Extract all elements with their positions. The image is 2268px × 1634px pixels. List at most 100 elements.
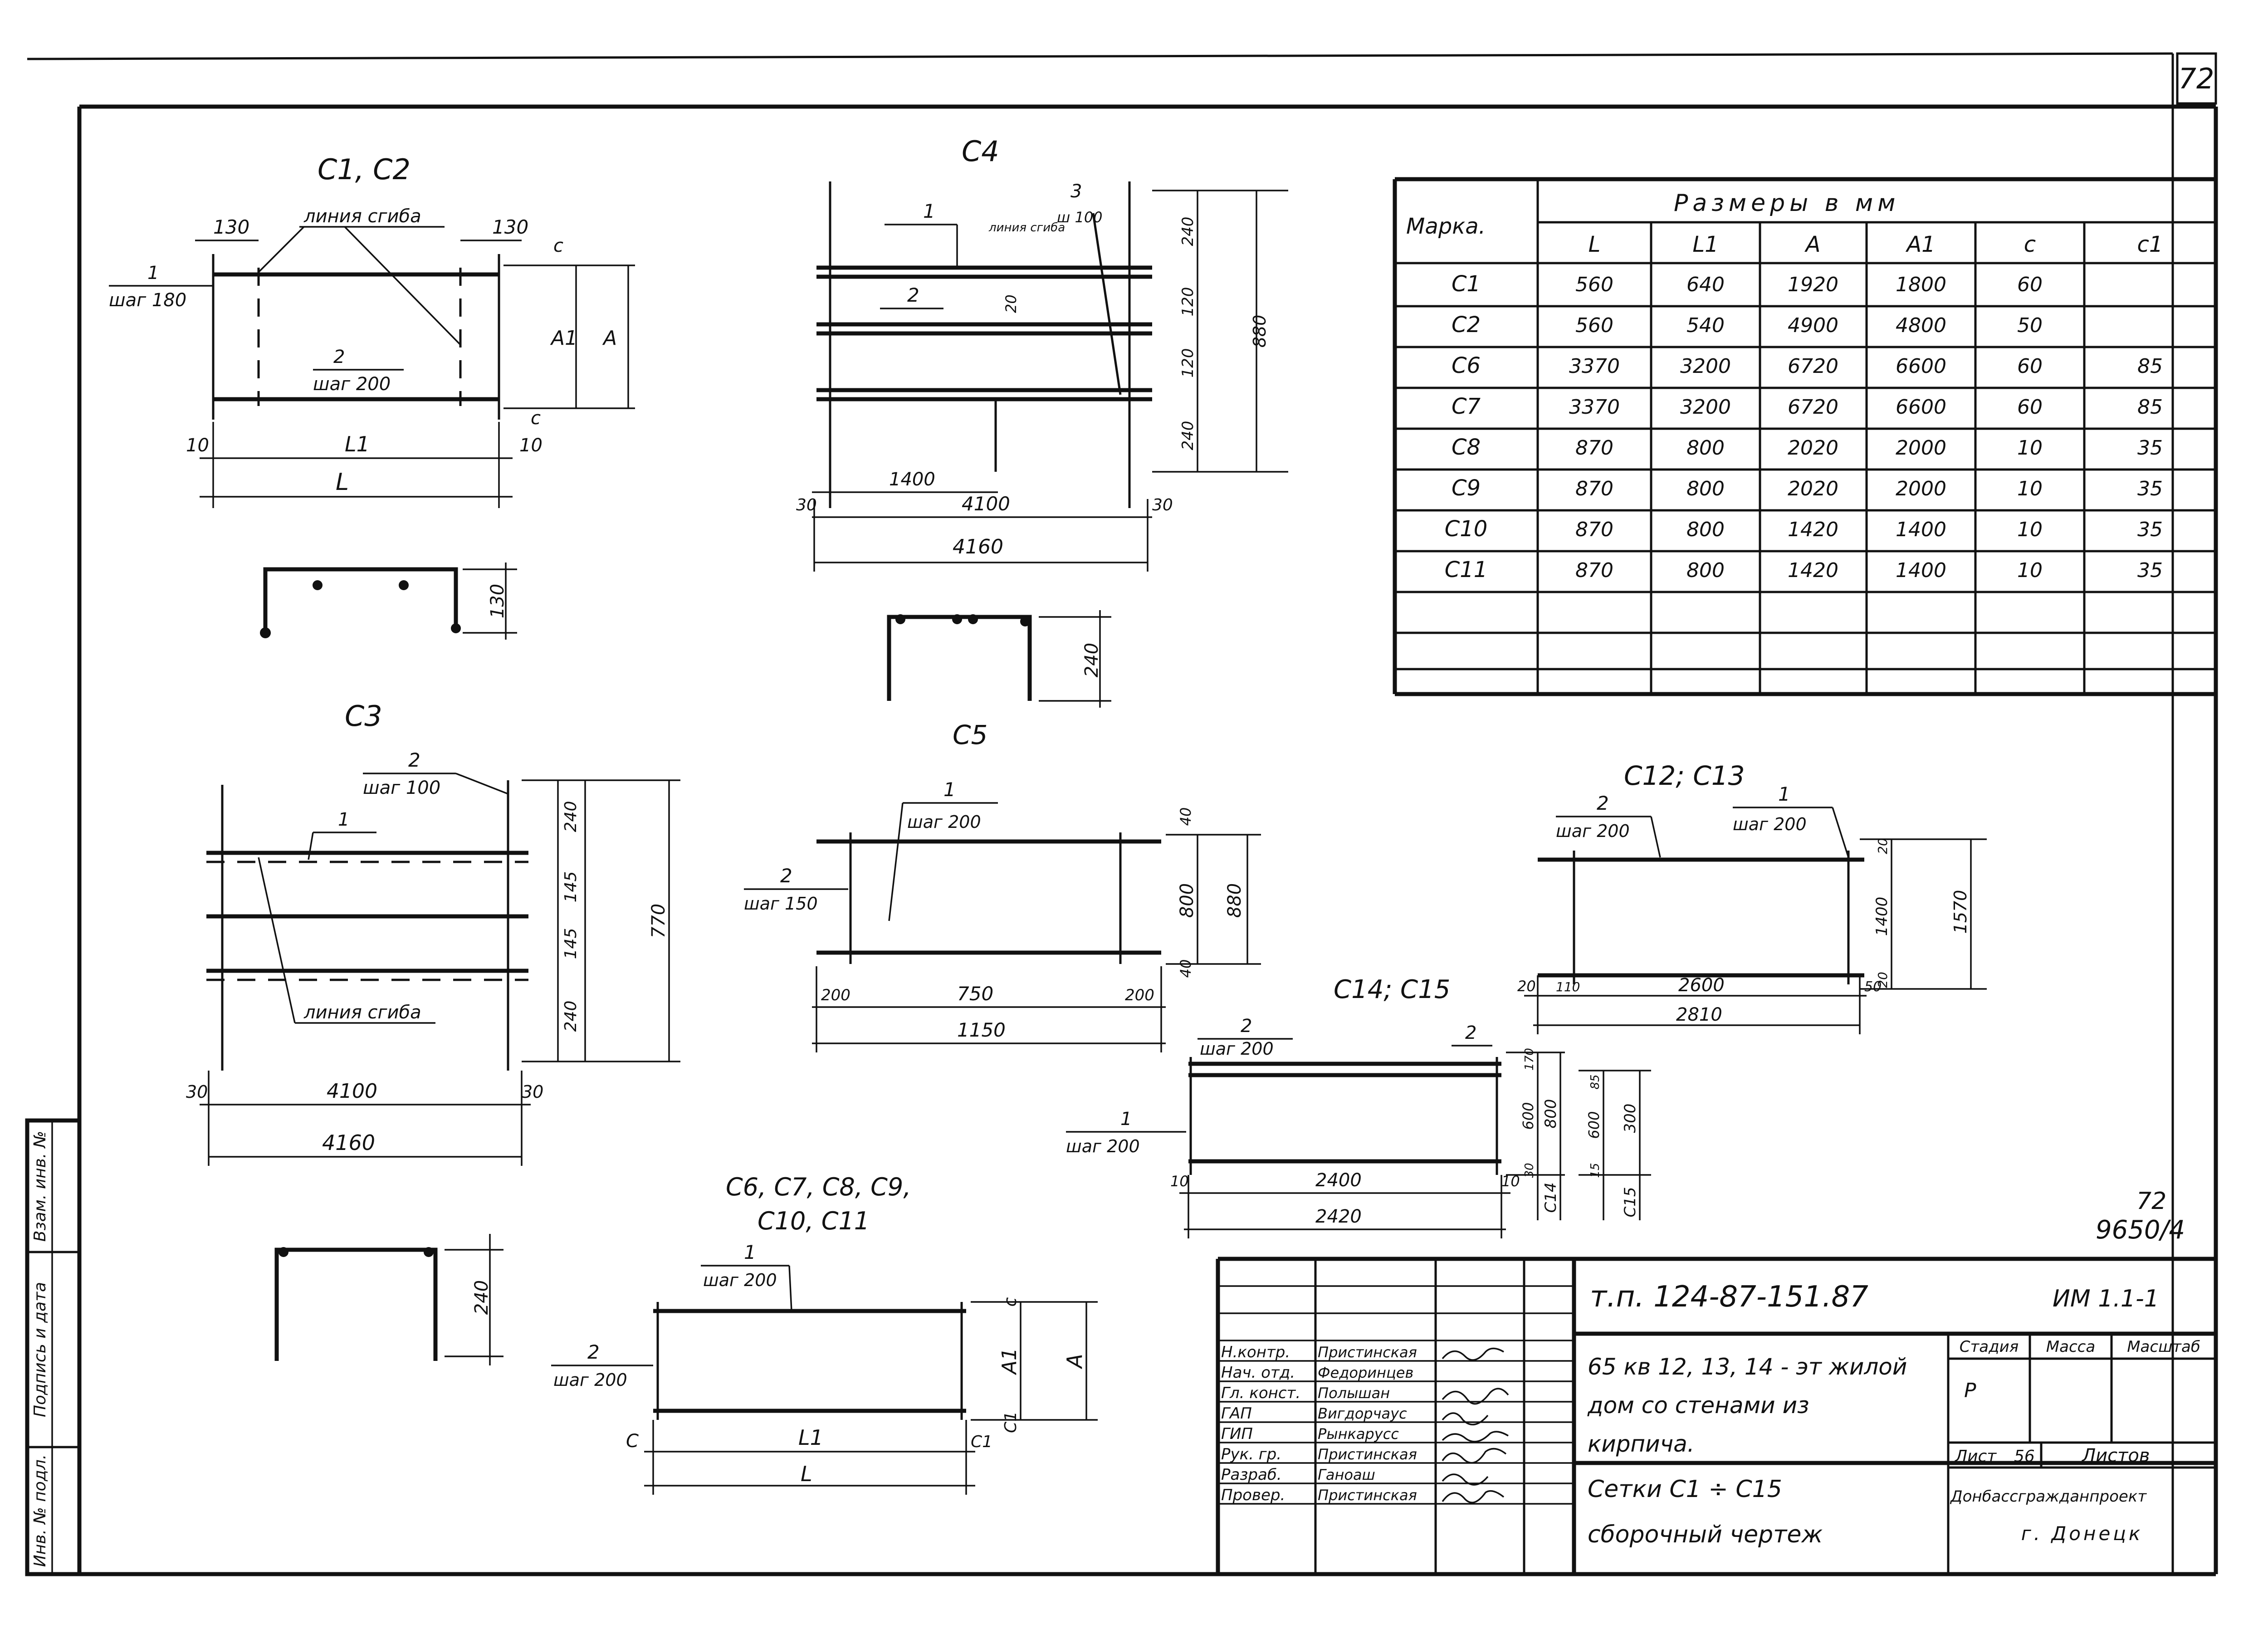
c1c2-dim-A1: A1: [550, 327, 577, 350]
table-cell-c1: 35: [2137, 518, 2163, 541]
object-line1: 65 кв 12, 13, 14 - эт жилой: [1588, 1354, 1907, 1380]
table-cell-c1: 35: [2137, 559, 2163, 582]
table-col-c: c: [2024, 232, 2036, 257]
sheet-label: Лист: [1954, 1447, 1997, 1466]
c14c15-label-c14: C14: [1542, 1182, 1560, 1213]
c5-bar1-step: шаг 200: [907, 812, 981, 832]
c12c13-dim-50: 50: [1864, 979, 1882, 995]
table-cell-c: 10: [2017, 559, 2043, 582]
album-code: ИМ 1.1-1: [2053, 1285, 2159, 1312]
c1c2-dim-A: A: [602, 327, 617, 350]
table-cell-L1: 800: [1686, 477, 1725, 500]
project-code: т.п. 124-87-151.87: [1590, 1280, 1868, 1314]
object-line2: дом со стенами из: [1587, 1392, 1809, 1419]
c6c11-dim-A: A: [1062, 1354, 1087, 1369]
c4-bar1-pos: 1: [923, 200, 935, 222]
c14c15-bar1-step: шаг 200: [1066, 1136, 1140, 1156]
c5-dim-200-right: 200: [1125, 986, 1154, 1004]
c14c15-dim-300: 300: [1621, 1104, 1639, 1133]
c4-dim-240-top: 240: [1179, 217, 1197, 246]
table-cell-L: 870: [1575, 559, 1613, 582]
table-cell-A1: 1400: [1896, 518, 1946, 541]
mesh-c6-c11: C6, C7, C8, C9, C10, C11 1 шаг 200 2 шаг…: [274, 1173, 1098, 1495]
c4-dim-20: 20: [1002, 294, 1020, 313]
c6c11-bar2-pos: 2: [587, 1341, 600, 1363]
c1c2-dim-c-top: c: [553, 235, 563, 256]
c5-dim-1150: 1150: [957, 1019, 1006, 1041]
c4-section-dim: 240: [1081, 643, 1102, 677]
archive-code-top: 72: [2136, 1188, 2166, 1215]
scale-header: Масштаб: [2127, 1338, 2200, 1356]
c14c15-dim-170: 170: [1523, 1048, 1536, 1071]
c1c2-end-right: 130: [492, 216, 528, 238]
table-cell-mark: C9: [1452, 475, 1481, 501]
table-cell-L1: 540: [1686, 314, 1725, 337]
c1c2-dim-10-right: 10: [519, 435, 543, 456]
c1c2-end-left: 130: [213, 216, 249, 238]
c1c2-bar2-step: шаг 200: [313, 374, 391, 395]
c1c2-bar1-pos: 1: [147, 263, 159, 284]
c3-bar2-pos: 2: [408, 749, 420, 771]
sheet-frame: 72: [27, 52, 2218, 1576]
table-cell-c1: 85: [2137, 355, 2163, 378]
mesh-c12-c13: C12; C13 2 шаг 200 1 шаг 200 20 1400 20 …: [1517, 760, 1987, 1034]
table-cell-A1: 4800: [1896, 314, 1946, 337]
mesh-c5: C5 1 шаг 200 2 шаг 150 40 800 40 880 200…: [744, 719, 1261, 1052]
table-cell-c: 10: [2017, 477, 2043, 500]
table-cell-mark: C10: [1445, 516, 1488, 542]
c4-dim-240-bottom: 240: [1179, 421, 1197, 450]
c12c13-title: C12; C13: [1624, 760, 1745, 791]
table-cell-c1: 35: [2137, 477, 2163, 500]
drawing-name-line2: сборочный чертеж: [1588, 1521, 1823, 1548]
table-cell-A: 1920: [1788, 273, 1838, 296]
table-cell-c: 10: [2017, 436, 2043, 460]
c12c13-dim-20-left: 20: [1517, 978, 1536, 995]
side-stamp: Взам. инв. № Подпись и дата Инв. № подл.: [25, 1118, 82, 1576]
object-line3: кирпича.: [1588, 1431, 1695, 1457]
sheet-value: 56: [2014, 1447, 2035, 1466]
table-cell-L: 3370: [1569, 355, 1620, 378]
c6c11-dim-L: L: [801, 1462, 812, 1486]
c6c11-bar1-step: шаг 200: [703, 1270, 777, 1290]
c4-dim-30-left: 30: [796, 496, 817, 514]
c3-dim-4160: 4160: [322, 1130, 375, 1155]
table-cell-L1: 3200: [1680, 396, 1731, 419]
table-cell-L: 870: [1575, 436, 1613, 460]
c4-dim-30-right: 30: [1152, 496, 1173, 514]
c3-dim-770: 770: [648, 904, 669, 938]
c6c11-title-line2: C10, C11: [758, 1207, 870, 1235]
table-cell-L1: 800: [1686, 436, 1725, 460]
c5-dim-800: 800: [1177, 883, 1198, 918]
table-cell-mark: C7: [1452, 394, 1481, 419]
c1c2-bend-line: линия сгиба: [303, 206, 421, 227]
drawing-name-line1: Сетки С1 ÷ С15: [1588, 1476, 1782, 1503]
c1c2-section-dim: 130: [487, 584, 508, 618]
table-cell-L1: 640: [1686, 273, 1725, 296]
table-cell-L1: 800: [1686, 518, 1725, 541]
c5-dim-750: 750: [957, 983, 993, 1005]
c3-bend-line-1: линия сгиба: [303, 1002, 421, 1023]
table-cell-A: 1420: [1788, 559, 1838, 582]
c4-title: C4: [962, 135, 999, 168]
side-stamp-inventory: Инв. № подл.: [31, 1454, 49, 1567]
c5-dim-880: 880: [1224, 883, 1245, 918]
table-cell-mark: C6: [1452, 353, 1481, 378]
c14c15-dim-2420: 2420: [1315, 1206, 1362, 1227]
c3-dim-4100: 4100: [327, 1080, 377, 1103]
sheets-label: Листов: [2081, 1445, 2150, 1466]
table-header-group: Размеры в мм: [1674, 190, 1900, 217]
name-prover: Пристинская: [1318, 1487, 1417, 1504]
archive-code-bottom: 9650/4: [2096, 1215, 2185, 1245]
c14c15-dim-10-left: 10: [1170, 1173, 1189, 1190]
table-cell-A: 2020: [1788, 436, 1838, 460]
table-cell-L: 870: [1575, 477, 1613, 500]
signatures: [1442, 1347, 1509, 1504]
c14c15-dim-10-right: 10: [1501, 1173, 1520, 1190]
side-stamp-signature: Подпись и дата: [31, 1282, 49, 1417]
table-cell-c: 10: [2017, 518, 2043, 541]
c3-bar1-pos: 1: [338, 809, 349, 830]
table-col-A1: A1: [1905, 232, 1935, 257]
